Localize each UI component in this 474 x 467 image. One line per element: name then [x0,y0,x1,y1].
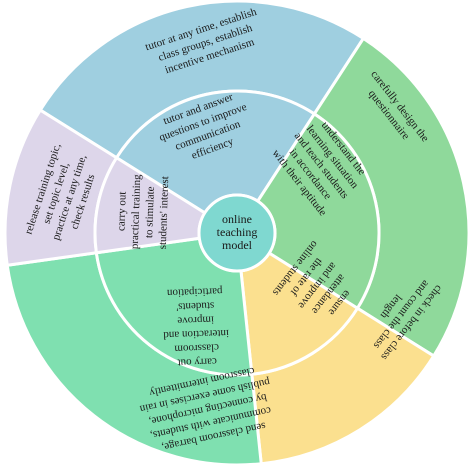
center-circle [197,193,277,273]
center-label-line: model [222,238,253,252]
inner-label-line: classroom [174,341,219,355]
inner-label-line: to stimulate [143,186,157,238]
inner-label-teal: carry outclassroominteraction andimprove… [161,285,230,369]
inner-label-purple: carry outpractical trainingto stimulates… [115,173,172,250]
inner-label-line: interaction and [163,327,230,341]
inner-label-line: participation [166,285,222,299]
inner-label-line: students' [176,299,214,312]
inner-label-line: carry out [177,355,217,368]
center-label-line: teaching [217,225,258,239]
inner-label-line: carry out [115,191,128,231]
inner-label-line: students' interest [157,176,172,250]
inner-label-line: improve [177,313,214,326]
inner-label-line: practical training [129,174,144,250]
center-label-line: online [222,212,252,226]
